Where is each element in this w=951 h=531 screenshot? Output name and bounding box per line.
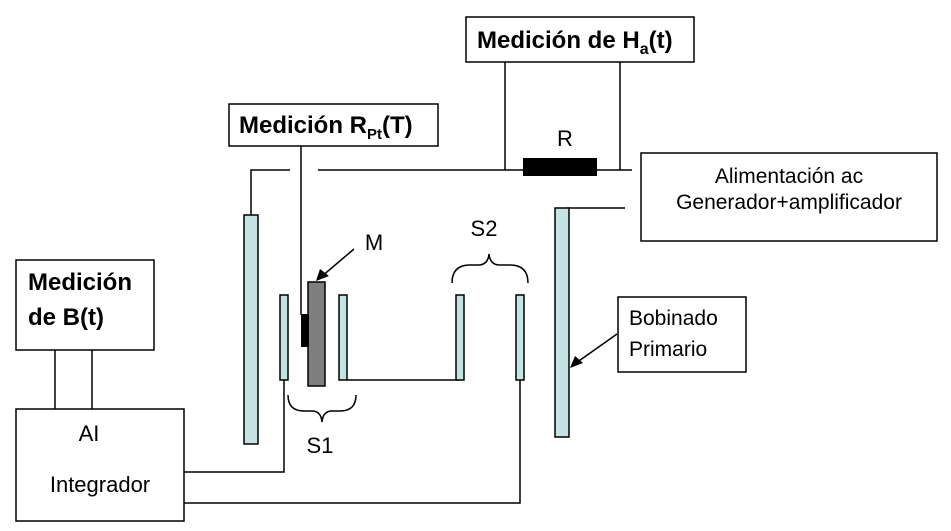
rpt-measurement-title: Medición RPt(T) (239, 112, 413, 143)
sample-label: M (365, 230, 383, 255)
resistor (523, 158, 597, 176)
primary-label-box (617, 296, 747, 373)
s1-coil-left (279, 294, 289, 381)
integrator-line1: AI (79, 421, 100, 446)
s1-integrator-wire (184, 380, 285, 473)
primary-line2: Primario (629, 338, 707, 361)
s1-label: S1 (307, 433, 334, 458)
sample-arrow-line (320, 248, 355, 278)
supply-line2: Generador+amplificador (676, 191, 902, 214)
b-measurement-line2: de B(t) (28, 304, 104, 331)
s2-label: S2 (471, 216, 498, 241)
b-measurement-box (15, 259, 155, 351)
s2-integrator-wire (184, 380, 521, 504)
supply-box (640, 152, 938, 242)
resistor-label: R (557, 126, 573, 151)
integrator-line2: Integrador (50, 472, 150, 497)
b-measurement-line1: Medición (28, 269, 132, 296)
primary-coil-left (243, 214, 259, 445)
primary-arrow-line (575, 333, 618, 364)
rpt-measurement-box (228, 103, 439, 147)
s2-coil-right (515, 294, 525, 381)
s1-brace (287, 394, 357, 423)
wires (54, 62, 632, 504)
left-primary-wire (250, 169, 290, 215)
sample-arrow-head (316, 269, 329, 281)
primary-arrow-head (570, 356, 583, 368)
s1-coil-right (338, 294, 348, 381)
sample-rod (307, 281, 326, 387)
ha-measurement-title: Medición de Ha(t) (477, 27, 673, 58)
integrator-box (15, 408, 185, 522)
ha-measurement-box (465, 16, 695, 63)
s2-brace (451, 253, 529, 284)
pt-sensor (301, 314, 309, 347)
s2-coil-left (455, 294, 465, 381)
coils (243, 207, 570, 445)
supply-line1: Alimentación ac (715, 165, 863, 188)
primary-coil-right (554, 207, 570, 438)
primary-line1: Bobinado (629, 307, 718, 330)
